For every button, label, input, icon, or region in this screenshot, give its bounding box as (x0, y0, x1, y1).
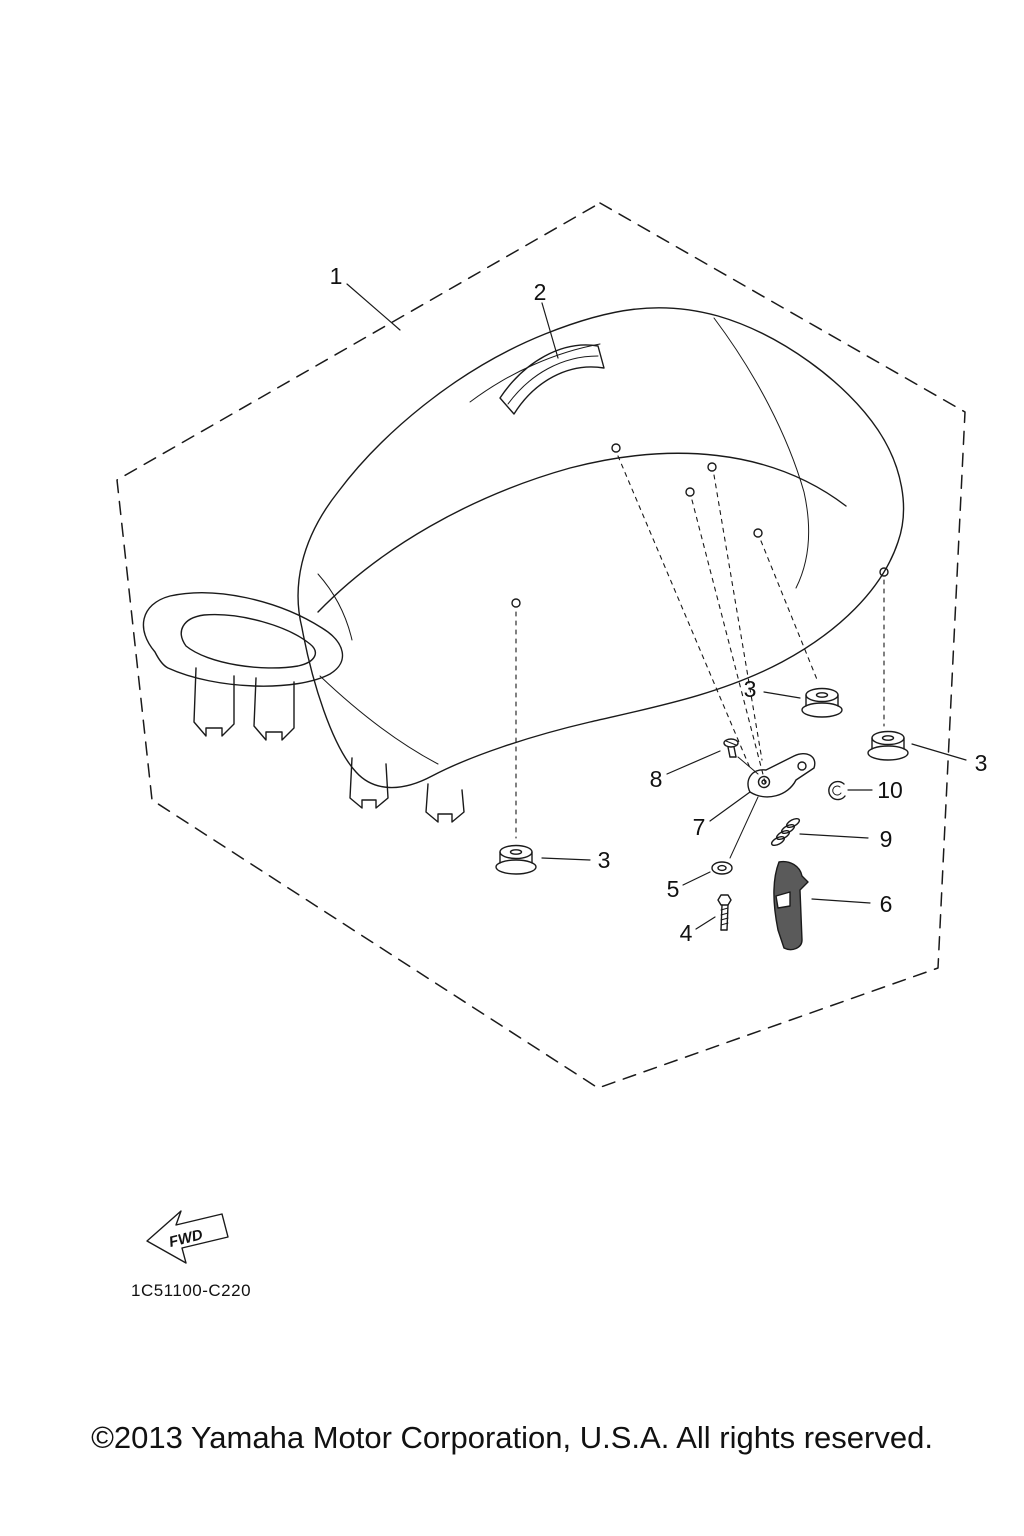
spring-part (770, 817, 801, 847)
fwd-label: FWD (167, 1226, 204, 1251)
damper-part-rear-center (801, 687, 843, 718)
bracket-part (729, 752, 816, 859)
callout-6-label: 6 (880, 891, 893, 917)
seat-seam-line (317, 452, 847, 613)
callout-10: 10 (847, 777, 903, 803)
washer-part (711, 861, 733, 875)
callout-8: 8 (650, 750, 721, 792)
callout-3-label: 3 (975, 750, 988, 776)
circlip-part (828, 780, 846, 801)
callout-3-label: 3 (598, 847, 611, 873)
seat-mount-hooks (349, 757, 465, 823)
callout-8-label: 8 (650, 766, 663, 792)
callout-5: 5 (667, 871, 711, 902)
callout-5-label: 5 (667, 876, 680, 902)
copyright-text: ©2013 Yamaha Motor Corporation, U.S.A. A… (91, 1420, 933, 1455)
bolt-part (717, 894, 732, 931)
seat-nose-fold (317, 573, 353, 641)
seat-front-contour (469, 343, 601, 403)
seat-assembly-drawing (142, 307, 905, 839)
callout-9-label: 9 (880, 826, 893, 852)
callout-7: 7 (693, 791, 751, 840)
callout-1-label: 1 (330, 263, 343, 289)
callout-3-rear-center: 3 (744, 676, 801, 702)
seat-strap-part (499, 344, 605, 415)
callout-2: 2 (534, 279, 559, 359)
screw-part (723, 738, 759, 775)
diagram-boundary-outline (116, 202, 966, 1089)
mounting-hole-leaders (511, 443, 889, 839)
seat-base-line (319, 675, 439, 765)
seat-body-outline (297, 307, 905, 789)
callout-9: 9 (799, 826, 893, 852)
seat-grab-handle (142, 592, 344, 741)
fwd-arrow-icon: FWD (146, 1210, 229, 1264)
damper-part-rear-right (867, 730, 909, 761)
seat-rear-contour (713, 317, 810, 589)
callout-3-label: 3 (744, 676, 757, 702)
callout-1: 1 (330, 263, 401, 331)
callout-2-label: 2 (534, 279, 547, 305)
part-code: 1C51100-C220 (131, 1281, 251, 1300)
callout-3-rear-right: 3 (911, 743, 988, 776)
callout-7-label: 7 (693, 814, 706, 840)
callout-10-label: 10 (877, 777, 903, 803)
callout-3-front: 3 (541, 847, 611, 873)
damper-part-front (495, 844, 537, 875)
seat-lock-latch-part (773, 860, 809, 951)
callout-4-label: 4 (680, 920, 693, 946)
callout-6: 6 (811, 891, 893, 917)
callout-4: 4 (680, 916, 716, 946)
